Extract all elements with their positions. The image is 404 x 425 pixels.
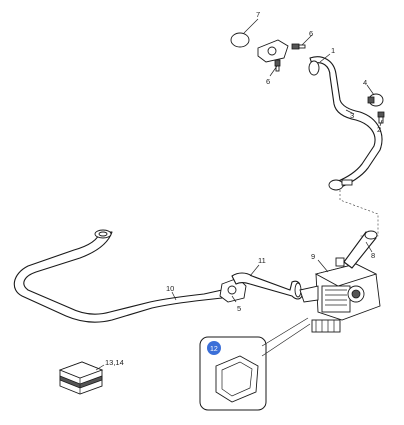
- clamp-ring-part-7: [230, 32, 250, 48]
- callout-4: 4: [363, 78, 367, 87]
- hose-10-end-fitting: [94, 229, 112, 239]
- callout-3: 3: [350, 111, 354, 120]
- hose-part-1: [309, 56, 383, 189]
- callout-6-upper: 6: [309, 29, 313, 38]
- hose-clamp-lower: [328, 179, 344, 191]
- callout-2: 2: [377, 125, 381, 134]
- callout-1: 1: [331, 46, 335, 55]
- callout-7: 7: [256, 10, 260, 19]
- callout-12: 12: [210, 346, 218, 353]
- bolt-part-6-upper: [291, 43, 306, 50]
- detail-inset-frame: [199, 317, 311, 411]
- hose-part-10: [13, 231, 223, 323]
- hose-stub-part-8: [343, 231, 377, 269]
- callout-13-14: 13,14: [105, 358, 124, 367]
- callout-labels: 1 2 3 4 5 6 6 7 8 9 10 11 12 13,14: [105, 10, 381, 367]
- callout-8: 8: [371, 251, 375, 260]
- highlight-badge-12: [207, 341, 221, 355]
- connection-dashed-line: [339, 190, 379, 237]
- callout-5: 5: [237, 304, 241, 313]
- clamp-part-4: [367, 93, 384, 107]
- callout-10: 10: [166, 284, 174, 293]
- callout-11: 11: [258, 256, 266, 265]
- callout-6-lower: 6: [266, 77, 270, 86]
- bolt-part-2: [377, 111, 385, 124]
- bolt-part-6-lower: [274, 59, 281, 72]
- kit-box-part-13-14: [58, 361, 104, 395]
- filter-part-12: [215, 355, 259, 403]
- upper-hose-assembly: [230, 32, 385, 191]
- heater-unit-part-9: [299, 257, 381, 333]
- leader-lines: [95, 18, 383, 371]
- callout-9: 9: [311, 252, 315, 261]
